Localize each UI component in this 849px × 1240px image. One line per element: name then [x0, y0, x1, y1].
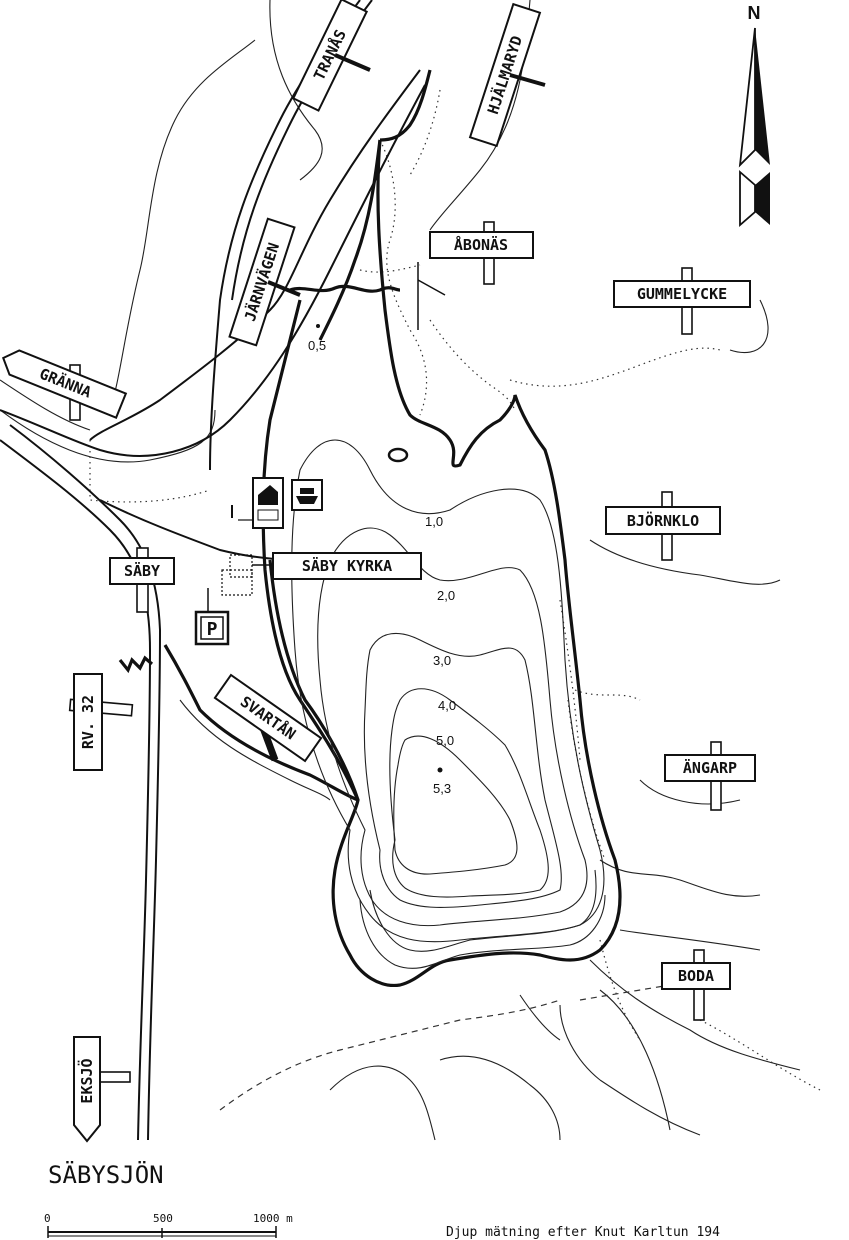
scale-tick-0: 0 [44, 1212, 51, 1225]
north-label: N [748, 3, 761, 23]
sign-boda-label: BODA [678, 967, 714, 985]
sign-abonas: ÅBONÄS [417, 221, 534, 330]
sign-rv32-label: RV. 32 [79, 695, 97, 749]
sign-rv32: RV. 32 [68, 673, 134, 771]
deepest-point [437, 767, 443, 773]
terrain-lines [0, 0, 801, 1141]
sign-saby-kyrka-label: SÄBY KYRKA [302, 556, 392, 575]
contour-5-0 [393, 735, 518, 875]
sign-gummelycke: GUMMELYCKE [613, 267, 751, 335]
map-title: SÄBYSJÖN [48, 1160, 164, 1189]
sign-boda: BODA [661, 949, 731, 1021]
sign-bjornklo: BJÖRNKLO [605, 491, 721, 561]
depth-point-0-5 [316, 324, 320, 328]
sign-angarp: ÄNGARP [664, 741, 756, 811]
sign-gummelycke-label: GUMMELYCKE [637, 285, 727, 303]
sign-eksjo-label: EKSJÖ [77, 1058, 96, 1103]
scale-tick-500: 500 [153, 1212, 173, 1225]
sign-angarp-label: ÄNGARP [683, 758, 737, 777]
contour-3-0 [363, 632, 562, 908]
depth-label-3-0: 3,0 [433, 653, 451, 668]
parking-label: P [207, 619, 218, 640]
sign-hjalmaryd: HJÄLMARYD [468, 2, 542, 148]
contour-2-0 [317, 527, 588, 927]
depth-label-2-0: 2,0 [437, 588, 455, 603]
depth-contours [291, 324, 605, 943]
sign-jarnvagen: JÄRNVÄGEN [228, 217, 296, 347]
sign-saby: SÄBY [109, 547, 175, 613]
scale-tick-1000: 1000 m [253, 1212, 293, 1225]
sign-eksjo: EKSJÖ [73, 1036, 131, 1143]
sign-abonas-label: ÅBONÄS [454, 235, 508, 254]
depth-label-4-0: 4,0 [438, 698, 456, 713]
boat-icon [291, 479, 323, 511]
map-credit: Djup mätning efter Knut Karltun 194 [446, 1225, 720, 1240]
sign-saby-label: SÄBY [124, 561, 160, 580]
depth-labels: 0,5 1,0 2,0 3,0 4,0 5,0 5,3 [308, 338, 456, 796]
dashed-tracks [219, 984, 671, 1111]
sign-bjornklo-label: BJÖRNKLO [627, 511, 699, 530]
contour-1-0 [291, 439, 605, 943]
depth-label-0-5: 0,5 [308, 338, 326, 353]
depth-label-1-0: 1,0 [425, 514, 443, 529]
depth-label-5-0: 5,0 [436, 733, 454, 748]
roads [0, 69, 426, 1141]
sign-tranas: TRANÅS [291, 0, 369, 112]
contour-4-0 [389, 688, 549, 898]
scale-bar: 0 500 1000 m [44, 1212, 293, 1238]
island [387, 447, 409, 463]
north-arrow: N [738, 3, 770, 227]
sign-saby-kyrka: SÄBY KYRKA [272, 552, 422, 580]
lake-shoreline [268, 139, 622, 988]
facility-icons [231, 477, 323, 529]
parking-icon: P [194, 588, 230, 646]
church-symbol [221, 554, 272, 596]
streams [118, 69, 432, 801]
depth-label-5-3: 5,3 [433, 781, 451, 796]
sign-granna: GRÄNNA [1, 349, 128, 421]
